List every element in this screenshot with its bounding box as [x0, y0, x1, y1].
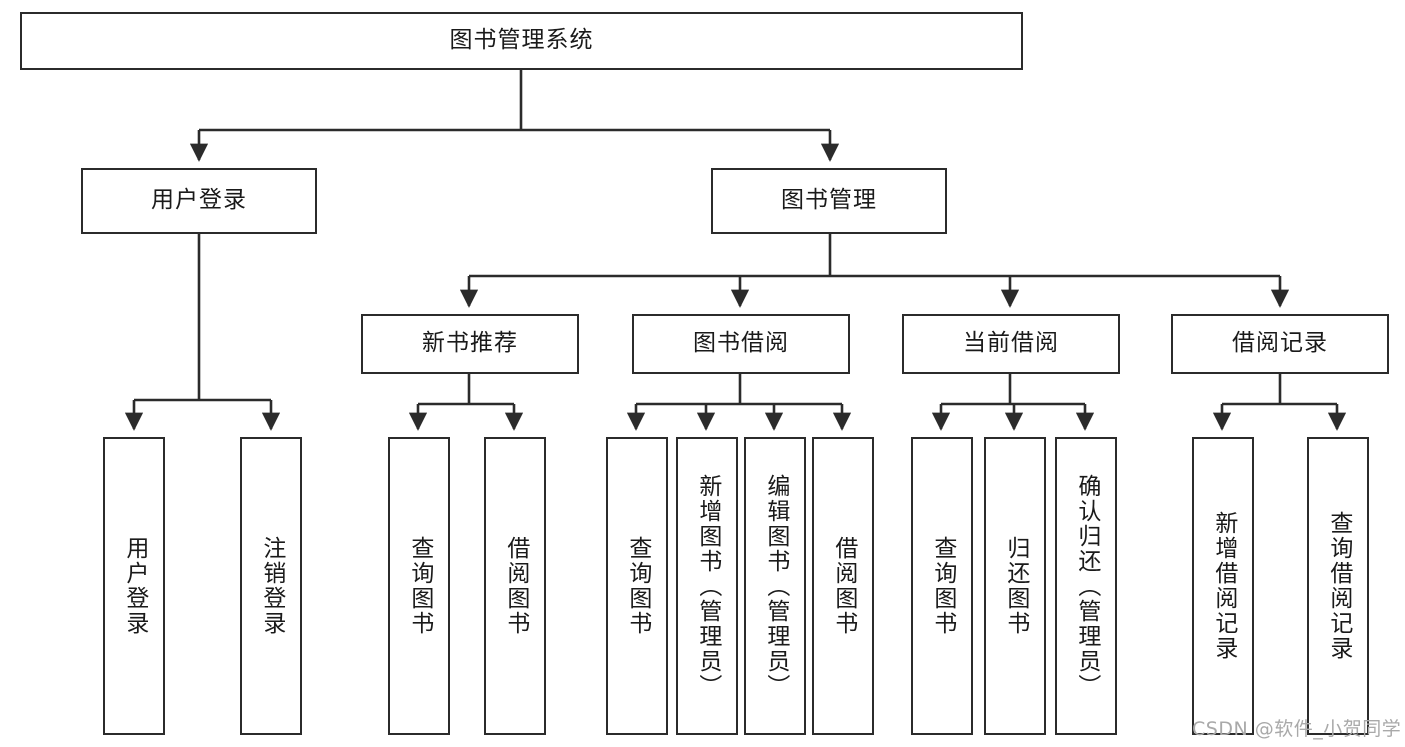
leaf-label: 新增借阅记录: [1210, 511, 1237, 661]
node-new-book-recommend[interactable]: 新书推荐: [361, 314, 579, 374]
leaf-label: 查询图书: [624, 536, 651, 636]
node-leaf-query-book-3[interactable]: 查询图书: [911, 437, 973, 735]
leaf-label: 查询图书: [929, 536, 956, 636]
leaf-label: 用户登录: [121, 536, 148, 636]
node-leaf-borrow-book-1[interactable]: 借阅图书: [484, 437, 546, 735]
leaf-label: 新增图书（管理员）: [694, 473, 721, 699]
node-leaf-return-book[interactable]: 归还图书: [984, 437, 1046, 735]
node-leaf-user-login[interactable]: 用户登录: [103, 437, 165, 735]
node-leaf-add-book[interactable]: 新增图书（管理员）: [676, 437, 738, 735]
csdn-watermark: CSDN @软件_小贺同学: [1192, 718, 1402, 740]
node-leaf-confirm-return[interactable]: 确认归还（管理员）: [1055, 437, 1117, 735]
leaf-label: 借阅图书: [502, 536, 529, 636]
node-leaf-query-book-1[interactable]: 查询图书: [388, 437, 450, 735]
node-borrow-record[interactable]: 借阅记录: [1171, 314, 1389, 374]
leaf-label: 查询图书: [406, 536, 433, 636]
node-current-borrow[interactable]: 当前借阅: [902, 314, 1120, 374]
node-root-system[interactable]: 图书管理系统: [20, 12, 1023, 70]
node-book-borrow[interactable]: 图书借阅: [632, 314, 850, 374]
leaf-label: 注销登录: [258, 536, 285, 636]
node-leaf-borrow-book-2[interactable]: 借阅图书: [812, 437, 874, 735]
node-book-management[interactable]: 图书管理: [711, 168, 947, 234]
leaf-label: 借阅图书: [830, 536, 857, 636]
leaf-label: 归还图书: [1002, 536, 1029, 636]
leaf-label: 编辑图书（管理员）: [762, 473, 789, 699]
node-leaf-edit-book[interactable]: 编辑图书（管理员）: [744, 437, 806, 735]
node-user-login[interactable]: 用户登录: [81, 168, 317, 234]
node-leaf-add-record[interactable]: 新增借阅记录: [1192, 437, 1254, 735]
node-leaf-user-logout[interactable]: 注销登录: [240, 437, 302, 735]
leaf-label: 查询借阅记录: [1325, 511, 1352, 661]
leaf-label: 确认归还（管理员）: [1073, 473, 1100, 699]
node-leaf-query-book-2[interactable]: 查询图书: [606, 437, 668, 735]
node-leaf-query-record[interactable]: 查询借阅记录: [1307, 437, 1369, 735]
